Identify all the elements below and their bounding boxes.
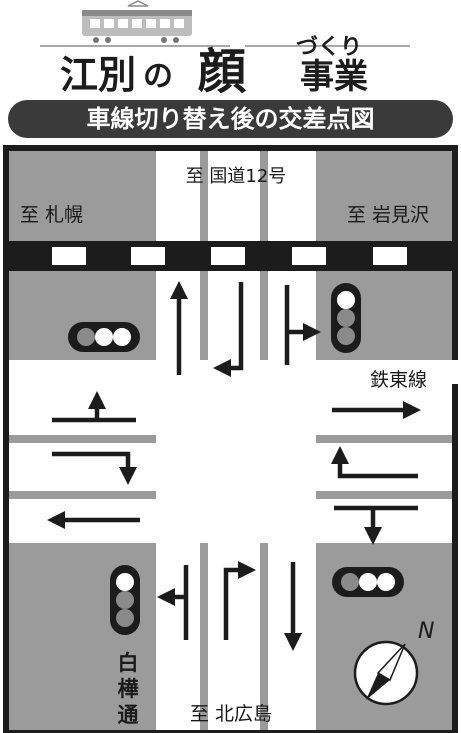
compass-north-label: N <box>418 619 434 644</box>
lane-divider <box>6 491 156 499</box>
traffic-light-horizontal <box>332 567 404 597</box>
label-west: 至 札幌 <box>20 204 83 226</box>
arrow-turn-right-east <box>52 451 137 485</box>
arrow-turn-left-south <box>213 282 244 377</box>
arrow-straight-left-north <box>166 565 189 640</box>
traffic-light-horizontal <box>68 322 140 352</box>
railway-crossing <box>6 241 455 271</box>
banner-title-no: の <box>143 59 173 94</box>
banner-title-kao: 顔 <box>198 44 246 100</box>
railway-track-gap <box>450 360 461 384</box>
map-frame <box>3 145 458 733</box>
lane-divider <box>6 435 156 443</box>
label-street-char: 樺 <box>118 677 139 701</box>
arrow-straight-right-south <box>284 285 312 365</box>
traffic-light-vertical <box>110 565 140 635</box>
tram-icon <box>82 0 192 43</box>
label-railway: 鉄東線 <box>370 369 427 391</box>
subtitle-banner <box>8 100 453 138</box>
label-street-char: 白 <box>118 651 139 675</box>
banner-title-zukuri: づくり <box>296 34 362 60</box>
banner-title-jigyo: 事業 <box>300 57 368 97</box>
arrow-straight-left-east <box>52 400 136 423</box>
traffic-light-vertical <box>331 283 361 353</box>
intersection-map: 至 国道12号 至 札幌 至 岩見沢 至 北広島 鉄東線 白 樺 通 <box>3 145 461 733</box>
subtitle-text: 車線切り替え後の交差点図 <box>87 105 375 133</box>
lane-divider <box>200 543 208 733</box>
lane-divider <box>316 435 455 443</box>
label-east: 至 岩見沢 <box>347 204 429 226</box>
arrow-turn-right-north <box>223 561 256 640</box>
header: 江別 の 顔 づくり 事業 車線切り替え後の交差点図 <box>8 0 453 138</box>
lane-divider <box>260 543 268 733</box>
label-south: 至 北広島 <box>190 703 272 725</box>
arrow-turn-left-west <box>331 446 418 479</box>
banner-title-edabetsu: 江別 <box>60 52 136 97</box>
lane-divider <box>316 491 455 499</box>
label-street-char: 通 <box>118 703 139 727</box>
arrow-straight-right-west <box>334 505 418 536</box>
label-north: 至 国道12号 <box>186 166 287 187</box>
compass-icon <box>353 640 419 706</box>
